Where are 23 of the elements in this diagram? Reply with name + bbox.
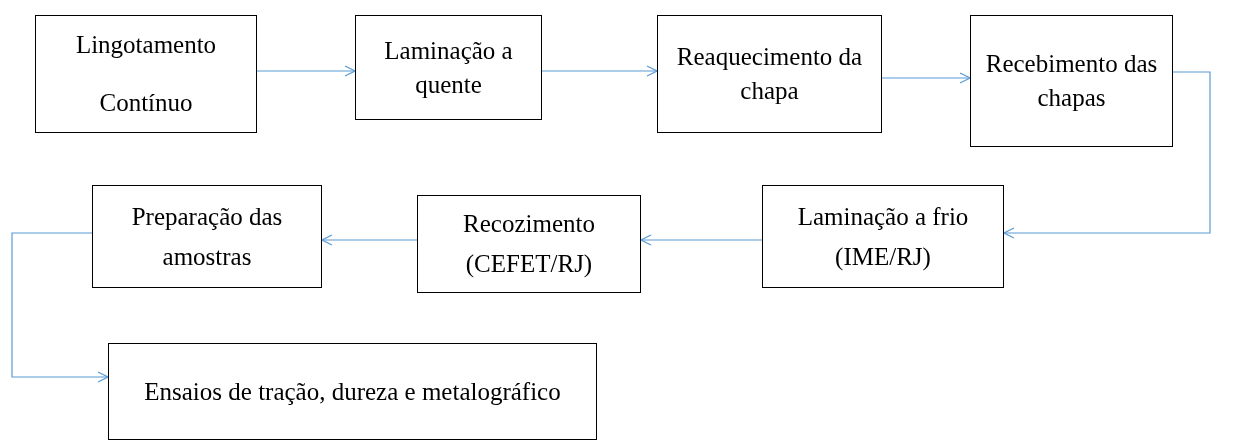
process-box	[417, 195, 641, 293]
arrow	[321, 234, 418, 246]
arrow	[881, 72, 971, 84]
process-box	[92, 185, 322, 288]
process-box	[762, 185, 1004, 288]
arrow	[1003, 71, 1211, 239]
arrow	[256, 65, 356, 77]
box-label: Ensaios de tração, dureza e metalográfico	[144, 376, 561, 407]
arrow	[11, 232, 109, 383]
process-box	[657, 15, 882, 133]
box-label: Recozimento (CEFET/RJ)	[462, 209, 596, 279]
box-label: Laminação a frio (IME/RJ)	[796, 201, 970, 273]
process-box	[355, 15, 542, 120]
box-label: Preparação das amostras	[130, 201, 284, 272]
box-label: Reaquecimento da chapa	[675, 42, 864, 106]
box-label: Lingotamento Contínuo	[74, 30, 218, 118]
box-label: Recebimento das chapas	[984, 49, 1159, 113]
process-box	[35, 15, 257, 133]
box-label: Laminação a quente	[383, 35, 514, 100]
process-box	[970, 15, 1173, 147]
arrow	[541, 65, 658, 77]
process-box	[108, 343, 597, 440]
arrow	[640, 234, 763, 246]
